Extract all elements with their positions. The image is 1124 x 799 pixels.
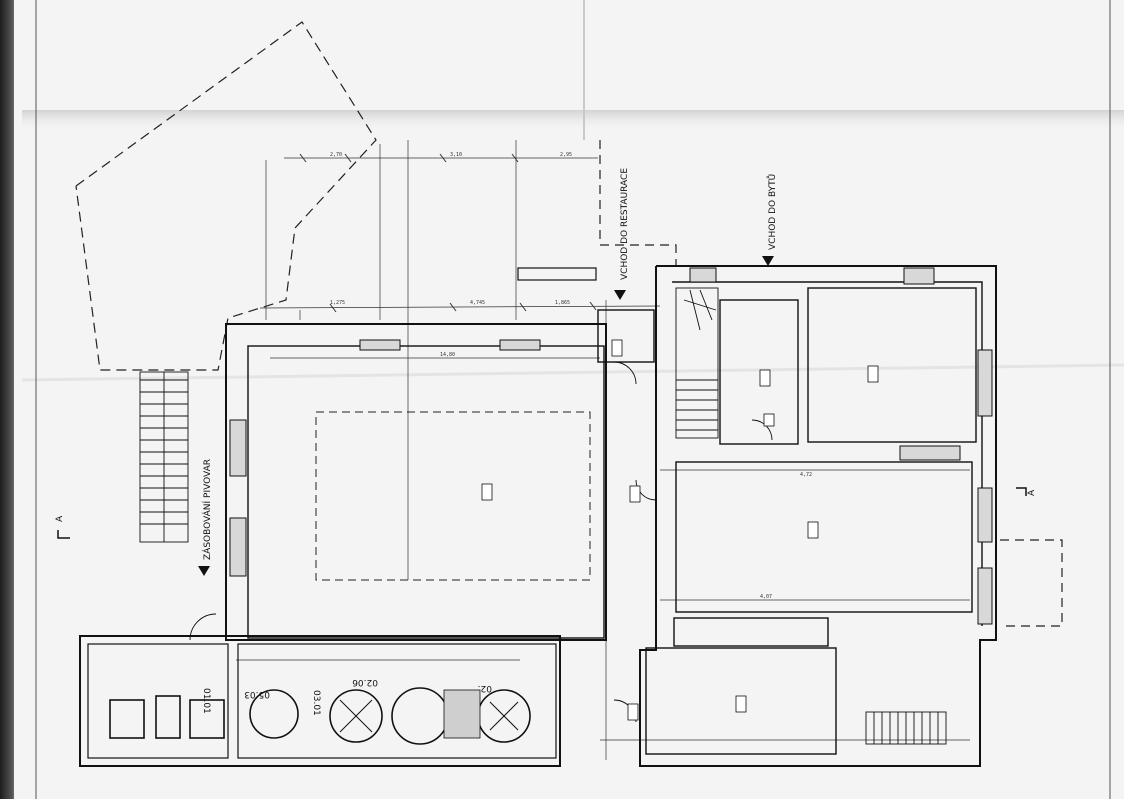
ceiling-outline [315, 411, 591, 581]
door-swings [189, 361, 773, 723]
entrance-corridor-outline [599, 140, 677, 265]
svg-text:2,70: 2,70 [330, 152, 342, 158]
outdoor-area-outline [75, 21, 377, 371]
room-tags [481, 339, 879, 721]
brewery-tanks [109, 687, 531, 745]
svg-text:4,07: 4,07 [760, 594, 772, 600]
svg-text:1,865: 1,865 [555, 300, 570, 306]
room-number-0301: 03.01 [311, 690, 321, 716]
entrance-arrow-apartments [762, 256, 774, 266]
section-letter-left: A [55, 515, 65, 522]
room-number-0101: 01.01 [201, 688, 211, 714]
room-number-02: 02. [478, 683, 492, 693]
supply-arrow [198, 566, 210, 576]
paper-crease-top [22, 110, 1124, 134]
paper-fold-horizontal [21, 363, 1124, 382]
section-marker-right [1016, 487, 1027, 496]
svg-text:4,745: 4,745 [470, 300, 485, 306]
room-number-0206: 02.06 [352, 677, 378, 687]
svg-text:14,80: 14,80 [440, 352, 455, 358]
svg-text:2,95: 2,95 [560, 152, 572, 158]
staircase-apartments [675, 287, 719, 439]
section-letter-right: A [1027, 489, 1037, 496]
entrance-arrow-restaurant [614, 290, 626, 300]
room-number-0503: 05.03 [244, 689, 270, 699]
terrace-outline-right [1000, 539, 1063, 627]
svg-text:1,275: 1,275 [330, 300, 345, 306]
dimension-ticks [299, 153, 597, 313]
svg-text:4,72: 4,72 [800, 472, 812, 478]
section-marker-left [57, 530, 70, 539]
walls [79, 265, 997, 767]
label-entrance-restaurant: VCHOD DO RESTAURACE [620, 168, 630, 280]
label-brewery-supply: ZÁSOBOVÁNÍ PIVOVAR [201, 459, 213, 560]
dimension-texts: 2,70 3,10 2,95 1,275 4,745 1,865 14,80 4… [330, 152, 812, 600]
window-niches [229, 267, 993, 625]
svg-text:3,10: 3,10 [450, 152, 462, 158]
dimension-lines [236, 140, 970, 760]
staircase-bottom-right [865, 711, 947, 745]
label-entrance-apartments: VCHOD DO BYTŮ [766, 174, 778, 250]
staircase-outdoor [139, 371, 189, 543]
